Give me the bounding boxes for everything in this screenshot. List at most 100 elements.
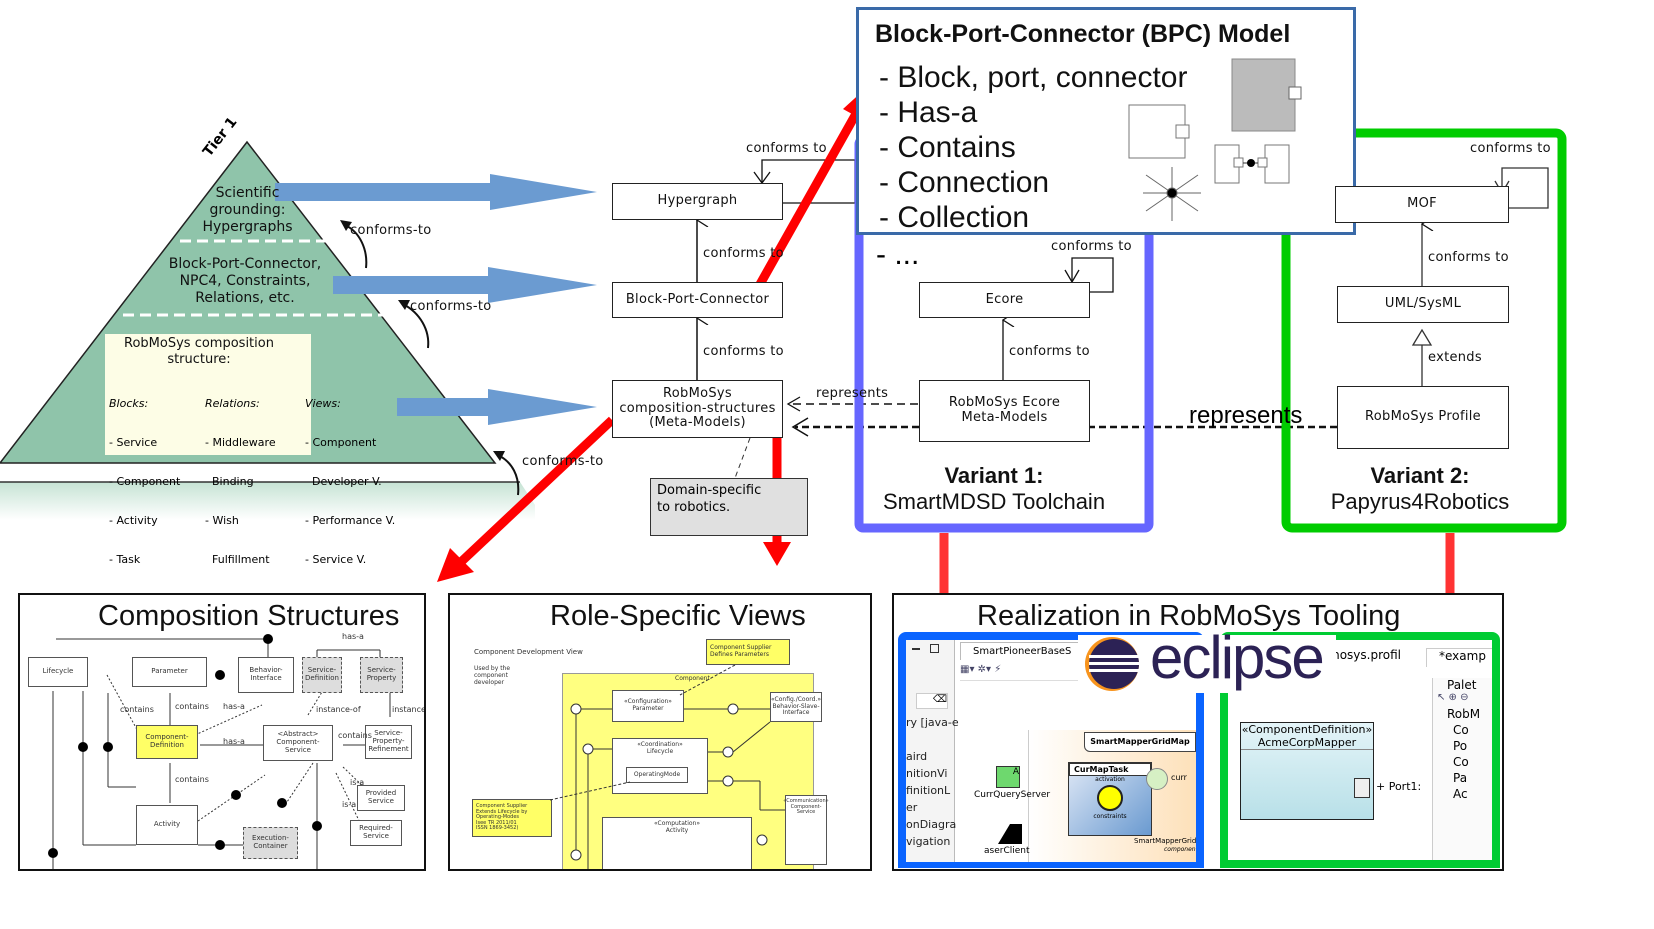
palette-tools[interactable]: ↖ ⊕ ⊖ xyxy=(1437,692,1469,703)
eclipse-logo: eclipse xyxy=(1078,624,1336,693)
service-property-refinement-box: Service- Property- Refinement xyxy=(365,725,412,759)
eclipse-logo-icon xyxy=(1085,637,1139,691)
view-description: Used by the component developer xyxy=(474,665,511,687)
palette-item[interactable]: Co xyxy=(1453,723,1469,737)
pyramid-top-text: Scientific grounding: Hypergraphs xyxy=(185,185,310,235)
robmosys-ecore-box: RobMoSys Ecore Meta-Models xyxy=(919,380,1090,442)
required-service-box: Required- Service xyxy=(350,820,402,846)
block-icon xyxy=(1231,58,1302,132)
bpc-item: - Contains xyxy=(879,131,1016,164)
tree-item[interactable] xyxy=(906,731,959,748)
variant2-title: Variant 2: xyxy=(1370,463,1470,488)
bpc-item: - Block, port, connector xyxy=(879,61,1188,94)
palette-item[interactable]: Ac xyxy=(1453,787,1468,801)
palette-item[interactable]: Pa xyxy=(1453,771,1468,785)
project-explorer: ⌫ ry [java-e aird nitionVi finitionL er … xyxy=(906,640,959,862)
component-definition-box: Component- Definition xyxy=(136,725,198,759)
ecore-line: RobMoSys Ecore xyxy=(948,395,1061,411)
parameter-box: Parameter xyxy=(132,657,207,687)
pyramid-top-line: Hypergraphs xyxy=(202,218,293,235)
pyramid-conforms-to-1: conforms-to xyxy=(350,223,432,238)
pyramid-top-line: Scientific xyxy=(215,185,280,201)
relation-item: Binding xyxy=(205,475,254,488)
note-extends-lifecycle: Component Supplier Extends Lifecycle by … xyxy=(472,799,552,837)
provided-service-box: Provided Service xyxy=(357,785,405,811)
bpc-item: - Collection xyxy=(879,201,1030,234)
profile-tab[interactable]: mosys.profil xyxy=(1328,648,1401,662)
tree-item[interactable]: er xyxy=(906,801,918,814)
robmosys-line: (Meta-Models) xyxy=(649,415,746,431)
pyramid-shadow xyxy=(0,482,535,520)
curmaptask-block: CurMapTask activation constraints xyxy=(1068,762,1152,836)
abstract-service-box: <Abstract> Component- Service xyxy=(263,725,333,761)
smartmapper-grid-label: SmartMapperGrid xyxy=(1134,837,1197,845)
pyramid-conforms-to-2: conforms-to xyxy=(410,299,492,314)
port-circle xyxy=(1146,768,1168,790)
pyramid-middle-line: Block-Port-Connector, xyxy=(168,256,322,272)
is-a-label: is-a xyxy=(342,800,357,809)
component-label: Component xyxy=(675,675,710,682)
tooling-panel-title: Realization in RobMoSys Tooling xyxy=(977,600,1401,632)
tree-item[interactable]: ry [java-e xyxy=(906,716,959,729)
activity-block: «Computation» Activity xyxy=(602,817,752,869)
composition-title-line: RobMoSys composition xyxy=(124,336,274,351)
tree-item[interactable]: finitionL xyxy=(906,784,951,797)
palette-title: Palet xyxy=(1447,678,1477,692)
tree-item[interactable]: vigation xyxy=(906,835,951,848)
mof-box: MOF xyxy=(1335,186,1509,223)
views-panel-title: Role-Specific Views xyxy=(550,600,806,632)
palette-item[interactable]: Co xyxy=(1453,755,1469,769)
ecore-conforms-label: conforms to xyxy=(1009,344,1090,359)
service-definition-box: Service- Definition xyxy=(302,657,342,693)
instance-of-label: instance-of xyxy=(392,705,426,714)
curr-query-server-label: CurrQueryServer xyxy=(974,790,1051,800)
relations-column: Relations: - Middleware Binding - Wish F… xyxy=(205,371,276,618)
smartmdsd-screenshot: ⌫ ry [java-e aird nitionVi finitionL er … xyxy=(898,632,1204,868)
editor-tab[interactable]: SmartPioneerBaseS xyxy=(960,642,1090,660)
composition-structure-title: RobMoSys composition structure: xyxy=(105,336,293,367)
minimize-icon[interactable] xyxy=(912,648,920,650)
has-a-label: has-a xyxy=(223,702,245,711)
contains-label: contains xyxy=(175,702,209,711)
relation-item: Fulfillment xyxy=(205,553,270,566)
execution-container-box: Execution- Container xyxy=(243,827,298,859)
relations-header: Relations: xyxy=(205,397,260,410)
clock-icon xyxy=(1097,785,1123,811)
pyramid-middle-text: Block-Port-Connector, NPC4, Constraints,… xyxy=(160,256,330,306)
robmosys-profile-box: RobMoSys Profile xyxy=(1337,386,1509,449)
port-icon xyxy=(1128,104,1190,159)
bpc-glyphs xyxy=(1128,58,1302,221)
tree-item[interactable]: onDiagra xyxy=(906,818,957,831)
ecore-box: Ecore xyxy=(919,282,1090,318)
note-line: to robotics. xyxy=(657,499,731,515)
block-item: - Component xyxy=(109,475,181,488)
palette-item[interactable]: Po xyxy=(1453,739,1468,753)
ecore-self-conforms: conforms to xyxy=(1051,239,1132,254)
robmosys-line: RobMoSys xyxy=(663,385,732,401)
lifecycle-box: Lifecycle xyxy=(28,657,88,687)
example-tab[interactable]: *examp xyxy=(1426,648,1492,667)
contains-label: contains xyxy=(175,775,209,784)
blue-arrow-3 xyxy=(397,389,597,425)
instance-of-label: instance-of xyxy=(316,705,361,714)
component-word: component xyxy=(1164,846,1198,853)
mof-self-conforms: conforms to xyxy=(1470,141,1551,156)
variant2-frame xyxy=(1281,128,1567,533)
laser-client-icon xyxy=(998,824,1022,844)
clear-filter-icon[interactable]: ⌫ xyxy=(916,693,948,709)
pyramid-middle-line: NPC4, Constraints, xyxy=(179,272,311,289)
activation-label: activation xyxy=(1095,776,1125,783)
tree-item[interactable]: nitionVi xyxy=(906,767,948,780)
palette-item[interactable]: RobM xyxy=(1447,707,1481,721)
maximize-icon[interactable] xyxy=(930,644,939,653)
robmosys-composition-box: RobMoSys composition-structures (Meta-Mo… xyxy=(612,380,783,438)
mof-conforms-label: conforms to xyxy=(1428,250,1509,265)
is-a-label: is-a xyxy=(350,778,365,787)
block-item: - Task xyxy=(109,553,141,566)
tree-item[interactable]: aird xyxy=(906,750,928,763)
contains-label: contains xyxy=(120,705,154,714)
has-a-label: has-a xyxy=(223,737,245,746)
composition-panel-title: Composition Structures xyxy=(98,600,400,632)
variant2-label: Variant 2: Papyrus4Robotics xyxy=(1300,463,1540,515)
robmosys-line: composition-structures xyxy=(619,400,776,416)
